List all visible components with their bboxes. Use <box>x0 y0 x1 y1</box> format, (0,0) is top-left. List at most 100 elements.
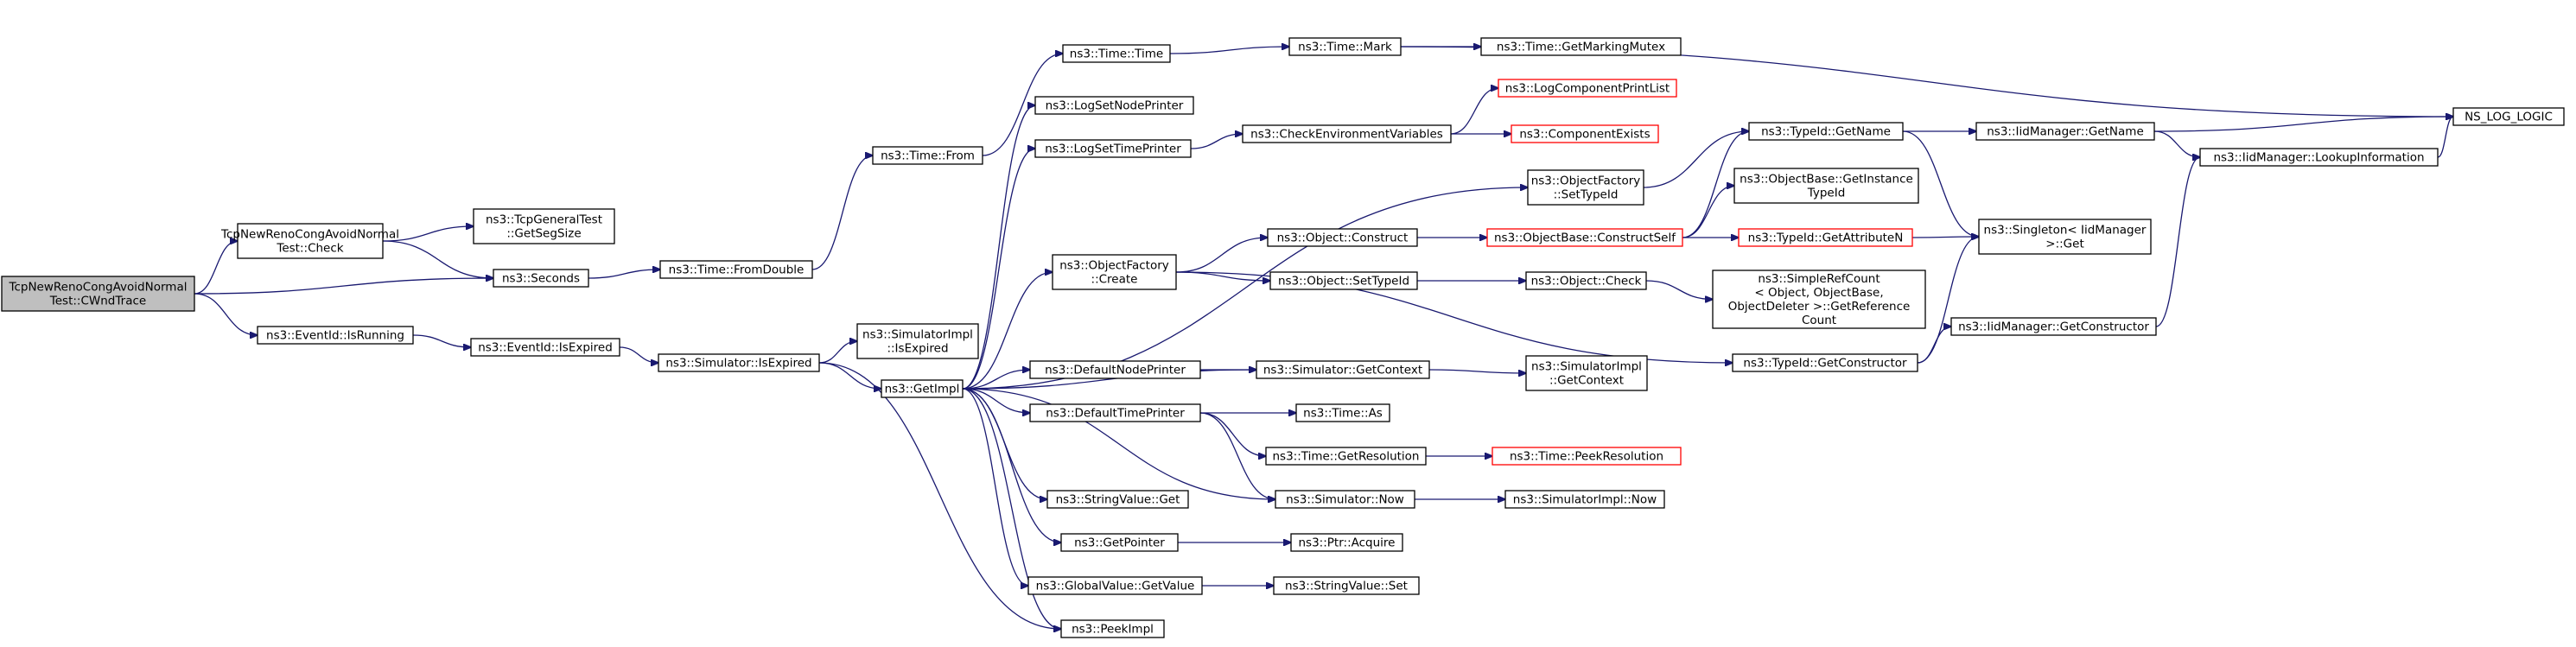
node-label: ns3::ObjectFactory <box>1531 174 1641 188</box>
node-eventid-isexpired[interactable]: ns3::EventId::IsExpired <box>470 338 620 357</box>
node-ns-log-logic[interactable]: NS_LOG_LOGIC <box>2452 107 2565 126</box>
node-lookupinformation[interactable]: ns3::IidManager::LookupInformation <box>2199 148 2439 167</box>
node-time-mark[interactable]: ns3::Time::Mark <box>1288 37 1402 56</box>
edge-object-check-to-simplerefcount <box>1645 280 1713 300</box>
edge-getimpl-to-sim-getcontext <box>962 370 1256 390</box>
node-object-check[interactable]: ns3::Object::Check <box>1525 271 1647 290</box>
edge-eventid-isexpired-to-sim-isexpired <box>619 346 658 363</box>
node-object-construct[interactable]: ns3::Object::Construct <box>1267 228 1418 247</box>
node-sim-getcontext[interactable]: ns3::Simulator::GetContext <box>1256 360 1430 379</box>
node-box <box>1525 271 1647 290</box>
edge-line <box>1175 238 1268 273</box>
node-sim-now[interactable]: ns3::Simulator::Now <box>1275 490 1415 509</box>
node-label: ns3::StringValue::Set <box>1285 580 1408 593</box>
node-singleton-get[interactable]: ns3::Singleton< IidManager>::Get <box>1978 219 2152 255</box>
edge-line <box>962 187 1528 390</box>
node-label: ns3::TcpGeneralTest <box>486 213 602 227</box>
node-checkenv[interactable]: ns3::CheckEnvironmentVariables <box>1242 124 1452 143</box>
node-label: ns3::LogComponentPrintList <box>1505 82 1670 96</box>
edge-line <box>811 155 873 270</box>
node-box <box>1492 447 1682 466</box>
edge-line <box>194 241 238 295</box>
node-peekimpl[interactable]: ns3::PeekImpl <box>1060 619 1165 638</box>
node-of-create[interactable]: ns3::ObjectFactory::Create <box>1052 254 1177 290</box>
node-getsegsize[interactable]: ns3::TcpGeneralTest::GetSegSize <box>473 208 615 244</box>
edge-line <box>962 388 1030 413</box>
edge-check-to-getsegsize <box>382 226 474 242</box>
node-globalvalue-getvalue[interactable]: ns3::GlobalValue::GetValue <box>1027 576 1203 595</box>
node-object-settypeid[interactable]: ns3::Object::SetTypeId <box>1269 271 1418 290</box>
node-label: ns3::CheckEnvironmentVariables <box>1250 128 1443 142</box>
node-logsettimeprinter[interactable]: ns3::LogSetTimePrinter <box>1034 139 1192 158</box>
node-typeid-getconstructor[interactable]: ns3::TypeId::GetConstructor <box>1732 353 1918 372</box>
node-box <box>1748 122 1904 141</box>
node-logsetnodeprinter[interactable]: ns3::LogSetNodePrinter <box>1034 96 1194 115</box>
node-getimpl[interactable]: ns3::GetImpl <box>881 379 964 398</box>
edge-sim-isexpired-to-peekimpl <box>818 362 1061 629</box>
node-defaultnodeprinter[interactable]: ns3::DefaultNodePrinter <box>1029 360 1201 379</box>
node-label: ns3::TypeId::GetAttributeN <box>1748 232 1904 245</box>
node-peekresolution[interactable]: ns3::Time::PeekResolution <box>1492 447 1682 466</box>
edge-line <box>2437 117 2453 158</box>
edge-defaulttimeprinter-to-sim-now <box>1199 412 1275 499</box>
edge-checkenv-to-logcomponentprintlist <box>1450 88 1498 135</box>
edge-sim-getcontext-to-simimpl-getcontext <box>1428 369 1526 373</box>
node-sim-isexpired[interactable]: ns3::Simulator::IsExpired <box>658 353 820 372</box>
node-simimpl-isexpired[interactable]: ns3::SimulatorImpl::IsExpired <box>856 323 979 359</box>
node-box <box>1733 168 1919 204</box>
node-label: ns3::DefaultTimePrinter <box>1046 407 1185 421</box>
edge-time-from-to-time-time <box>982 54 1063 156</box>
node-box <box>1060 619 1165 638</box>
node-box <box>1290 533 1403 552</box>
node-logcomponentprintlist[interactable]: ns3::LogComponentPrintList <box>1498 79 1677 98</box>
edge-isrunning-to-eventid-isexpired <box>412 334 471 347</box>
node-time-time[interactable]: ns3::Time::Time <box>1062 44 1171 63</box>
node-box <box>470 338 620 357</box>
node-iid-getconstructor[interactable]: ns3::IidManager::GetConstructor <box>1950 317 2157 336</box>
node-seconds[interactable]: ns3::Seconds <box>493 269 589 288</box>
edge-line <box>619 346 658 363</box>
node-typeid-getname[interactable]: ns3::TypeId::GetName <box>1748 122 1904 141</box>
node-getmarkingmutex[interactable]: ns3::Time::GetMarkingMutex <box>1480 37 1682 56</box>
node-simimpl-now[interactable]: ns3::SimulatorImpl::Now <box>1504 490 1665 509</box>
edge-line <box>1645 280 1713 300</box>
node-label: ns3::SimpleRefCount <box>1758 272 1880 286</box>
node-time-as[interactable]: ns3::Time::As <box>1295 403 1390 422</box>
node-time-from[interactable]: ns3::Time::From <box>872 146 983 165</box>
node-defaulttimeprinter[interactable]: ns3::DefaultTimePrinter <box>1029 403 1201 422</box>
node-getattributen[interactable]: ns3::TypeId::GetAttributeN <box>1738 228 1913 247</box>
node-constructself[interactable]: ns3::ObjectBase::ConstructSelf <box>1486 228 1683 247</box>
edge-iid-getname-to-ns-log-logic <box>2153 117 2453 132</box>
node-ptr-acquire[interactable]: ns3::Ptr::Acquire <box>1290 533 1403 552</box>
node-box <box>1242 124 1452 143</box>
node-stringvalue-set[interactable]: ns3::StringValue::Set <box>1273 576 1420 595</box>
node-box <box>493 269 589 288</box>
node-box <box>1978 219 2152 255</box>
node-label: ns3::TypeId::GetName <box>1761 125 1891 139</box>
node-box <box>1527 169 1644 206</box>
edge-line <box>962 370 1256 390</box>
node-simplerefcount[interactable]: ns3::SimpleRefCount< Object, ObjectBase,… <box>1712 270 1926 329</box>
edge-line <box>962 105 1035 390</box>
node-label: ns3::DefaultNodePrinter <box>1045 364 1186 377</box>
node-iid-getname[interactable]: ns3::IidManager::GetName <box>1975 122 2155 141</box>
node-componentexists[interactable]: ns3::ComponentExists <box>1511 124 1659 143</box>
node-simimpl-getcontext[interactable]: ns3::SimulatorImpl::GetContext <box>1525 355 1648 391</box>
node-box <box>1 276 195 312</box>
node-time-getresolution[interactable]: ns3::Time::GetResolution <box>1265 447 1427 466</box>
node-fromdouble[interactable]: ns3::Time::FromDouble <box>659 260 813 279</box>
node-label: ns3::PeekImpl <box>1072 623 1154 637</box>
node-of-settypeid[interactable]: ns3::ObjectFactory::SetTypeId <box>1527 169 1644 206</box>
edge-typeid-getname-to-singleton-get <box>1902 130 1979 237</box>
node-box <box>1975 122 2155 141</box>
node-stringvalue-get[interactable]: ns3::StringValue::Get <box>1046 490 1189 509</box>
node-isrunning[interactable]: ns3::EventId::IsRunning <box>257 326 414 345</box>
node-label: >::Get <box>2045 238 2083 251</box>
edge-line <box>2155 157 2200 327</box>
node-getpointer[interactable]: ns3::GetPointer <box>1060 533 1179 552</box>
node-box <box>1712 270 1926 329</box>
edge-line <box>1199 412 1275 499</box>
